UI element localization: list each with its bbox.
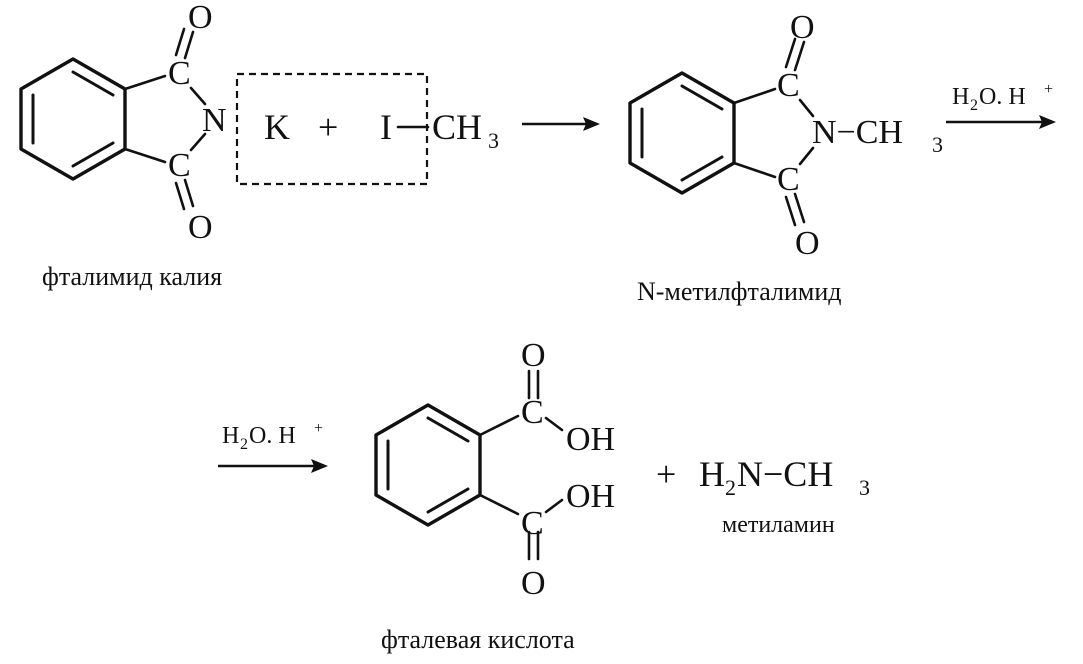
amine-n-methyl: N−CH	[737, 454, 833, 494]
exchange-dashed-box	[235, 72, 429, 186]
imide-bonds	[732, 37, 815, 227]
acid-name: фталевая кислота	[381, 625, 575, 654]
condition-h-subscript: 2	[970, 97, 978, 114]
plus-sign: +	[656, 454, 676, 494]
hydrolysis-conditions-1: H 2 O. H +	[952, 81, 1053, 114]
nitrogen-atom: N	[202, 102, 227, 139]
aromatic-inner-bonds	[31, 70, 115, 168]
potassium-atom: K	[264, 107, 290, 147]
aromatic-inner-bonds	[386, 416, 470, 514]
carboxyl-carbon-top: C	[521, 394, 544, 431]
potassium-phthalimide-structure: O C N C O	[19, 0, 227, 246]
n-methylphthalimide-structure: O C N−CH 3 C O	[628, 9, 943, 262]
product-name: N-метилфталимид	[637, 277, 841, 306]
reaction-arrow-1	[522, 117, 600, 131]
aromatic-inner-bonds	[640, 84, 724, 182]
carbonyl-carbon-bottom: C	[777, 161, 800, 198]
amine-name: метиламин	[722, 512, 835, 538]
hydroxyl-group-top: OH	[566, 421, 615, 458]
carboxyl-carbon-bottom: C	[521, 505, 544, 542]
carbonyl-carbon-top: C	[168, 55, 191, 92]
iodine-atom: I	[380, 107, 392, 147]
carbonyl-carbon-bottom: C	[168, 147, 191, 184]
reaction-arrow-3	[218, 459, 328, 473]
oxygen-atom-top: O	[521, 337, 546, 374]
carbonyl-carbon-top: C	[777, 67, 800, 104]
methylamine-structure: H 2 N−CH 3	[699, 454, 870, 500]
benzene-ring	[374, 403, 482, 527]
methyl-iodide-ch: CH	[432, 107, 482, 147]
condition-superscript: +	[1044, 81, 1053, 98]
condition-h-subscript: 2	[240, 436, 248, 453]
phthalic-acid-structure: O C OH OH C O	[374, 337, 615, 602]
hydroxyl-group-bottom: OH	[566, 478, 615, 515]
condition-h: H	[222, 423, 239, 449]
amine-hydrogen-subscript: 2	[725, 475, 736, 500]
reaction-arrow-2	[946, 115, 1056, 129]
hydrolysis-conditions-2: H 2 O. H +	[222, 420, 323, 453]
reactant-name: фталимид калия	[42, 262, 222, 291]
oxygen-atom-top: O	[188, 0, 213, 36]
amine-hydrogen: H	[699, 454, 725, 494]
oxygen-atom-top: O	[790, 9, 815, 46]
imide-bonds	[123, 27, 207, 211]
condition-h: H	[952, 84, 969, 110]
plus-sign: +	[318, 107, 338, 147]
condition-superscript: +	[314, 420, 323, 437]
amine-methyl-subscript: 3	[859, 475, 870, 500]
n-methyl-subscript: 3	[932, 132, 943, 157]
oxygen-atom-bottom: O	[521, 565, 546, 602]
benzene-ring	[628, 71, 736, 195]
carboxyl-bonds	[478, 369, 564, 561]
methyl-iodide-subscript: 3	[488, 128, 499, 153]
condition-rest: O. H	[979, 84, 1026, 110]
condition-rest: O. H	[249, 423, 296, 449]
n-methyl-group: N−CH	[812, 114, 903, 151]
benzene-ring	[19, 57, 127, 181]
oxygen-atom-bottom: O	[188, 209, 213, 246]
oxygen-atom-bottom: O	[795, 225, 820, 262]
